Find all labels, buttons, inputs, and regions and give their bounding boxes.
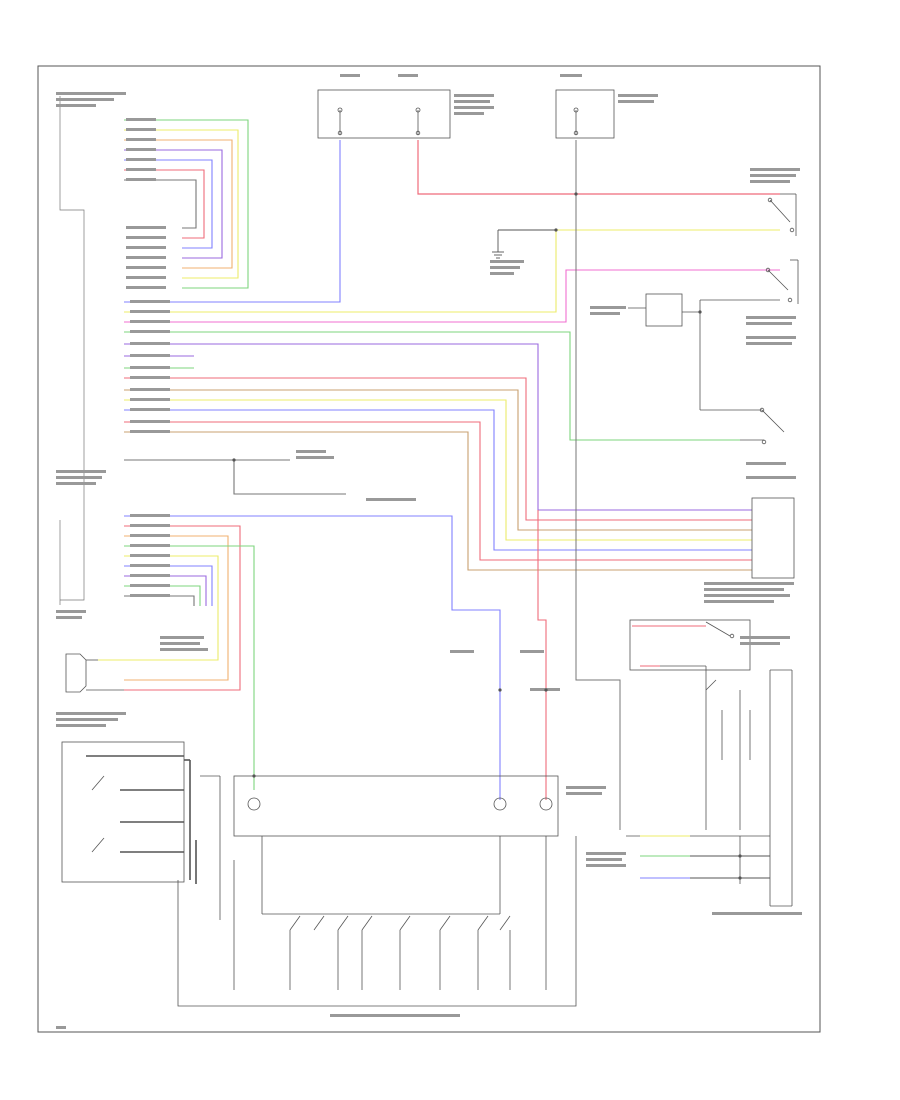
red-feed-wire (417, 140, 780, 195)
label-marks (56, 74, 802, 1029)
right-connector-block (751, 497, 795, 579)
right-switch-panel (626, 619, 793, 907)
right-panel-wires (632, 625, 770, 879)
upper-left-wire-bundle (124, 119, 249, 289)
bottom-switch-row (233, 836, 547, 990)
bottom-module (233, 775, 559, 915)
ground-symbol-upper (492, 229, 556, 259)
upper-right-switch-2 (765, 259, 799, 304)
blue-signal-wire (346, 515, 501, 800)
ground-trunk-wire (575, 140, 621, 830)
switch-mid-right (740, 407, 785, 445)
red-signal-wire (537, 510, 547, 800)
relay-box (628, 293, 780, 411)
left-connector-plug (65, 653, 124, 693)
bottom-bracket (177, 836, 577, 1007)
top-fuse-block-left (317, 89, 451, 139)
lower-left-wire-bundle (98, 515, 346, 790)
right-panel-label-bars (721, 710, 751, 760)
lower-left-switch-assembly (61, 741, 221, 920)
connector-block-upper (59, 96, 85, 601)
main-harness-wires (124, 140, 780, 571)
upper-right-switch-1 (767, 193, 797, 236)
top-fuse-block-right (555, 89, 615, 139)
junction-dots (232, 192, 742, 880)
diagram-frame (37, 65, 821, 1033)
